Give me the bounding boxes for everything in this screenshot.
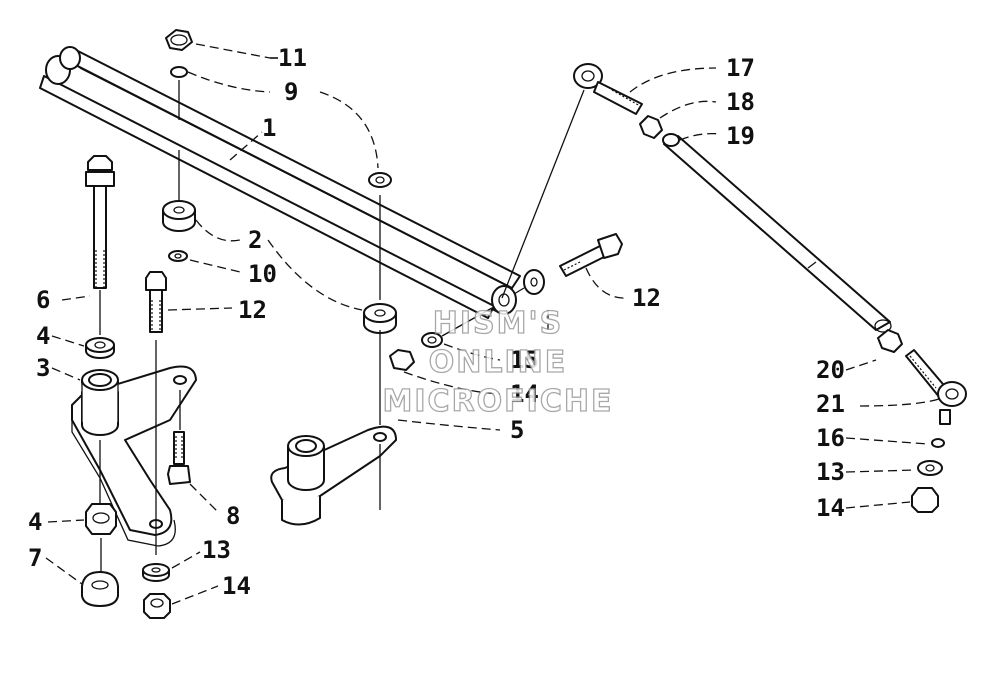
part-8-bolt — [167, 431, 191, 485]
part-19-tube — [662, 133, 892, 333]
part-14-nut — [143, 593, 171, 619]
callout-7: 7 — [28, 544, 42, 572]
callout-16: 16 — [816, 424, 845, 452]
callout-10: 10 — [248, 260, 277, 288]
part-16-washer — [931, 438, 945, 448]
callout-13-left: 13 — [202, 536, 231, 564]
part-2-spacer — [162, 200, 196, 232]
part-1-arm — [39, 46, 521, 319]
leader-lines — [45, 43, 943, 605]
part-14-nut-right — [911, 487, 939, 513]
callout-12-left: 12 — [238, 296, 267, 324]
part-7-cap — [81, 571, 119, 607]
callout-19: 19 — [726, 122, 755, 150]
part-3-bracket — [71, 365, 197, 547]
watermark-line-3: MICROFICHE — [383, 384, 614, 419]
callout-14-right: 14 — [816, 494, 845, 522]
part-17-rod-end — [573, 63, 643, 115]
part-11-nut — [165, 29, 193, 51]
watermark: HISM'S ONLINE MICROFICHE — [382, 305, 614, 419]
callout-3: 3 — [36, 354, 50, 382]
part-12-bolt-left — [145, 271, 167, 333]
watermark-line-2: ONLINE — [429, 345, 568, 380]
part-15-washer — [421, 332, 443, 348]
callout-labels: 11 9 1 2 10 12 6 4 3 8 4 7 13 14 5 15 14… — [28, 44, 845, 600]
part-4-nut — [85, 503, 117, 535]
part-14-nut-center — [389, 349, 415, 371]
part-9-washer-right — [368, 172, 392, 188]
callout-5: 5 — [510, 416, 524, 444]
part-10-washer — [168, 250, 188, 262]
callout-8: 8 — [226, 502, 240, 530]
part-9-washer — [170, 66, 188, 78]
callout-21: 21 — [816, 390, 845, 418]
callout-6: 6 — [36, 286, 50, 314]
part-5-idler-arm — [270, 425, 397, 526]
part-12-washer — [523, 269, 545, 295]
part-6-bolt — [85, 155, 115, 289]
callout-13-right: 13 — [816, 458, 845, 486]
callout-4-top: 4 — [36, 322, 50, 350]
callout-4-bottom: 4 — [28, 508, 42, 536]
part-21-rod-end — [905, 349, 967, 425]
callout-20: 20 — [816, 356, 845, 384]
part-20-jam-nut — [877, 329, 903, 353]
callout-9: 9 — [284, 78, 298, 106]
callout-1: 1 — [262, 114, 276, 142]
part-13-washer-right — [917, 460, 943, 476]
part-2-spacer-right — [363, 303, 397, 334]
part-13-washer — [142, 563, 170, 582]
part-12-bolt-center — [559, 233, 623, 277]
callout-12-right: 12 — [632, 284, 661, 312]
callout-17: 17 — [726, 54, 755, 82]
callout-18: 18 — [726, 88, 755, 116]
watermark-line-1: HISM'S — [433, 306, 564, 341]
callout-15: 15 — [510, 346, 539, 374]
callout-11: 11 — [278, 44, 307, 72]
part-4-washer — [85, 337, 115, 359]
part-18-jam-nut — [639, 115, 663, 139]
callout-14-left: 14 — [222, 572, 251, 600]
callout-2: 2 — [248, 226, 262, 254]
callout-14-center: 14 — [510, 380, 539, 408]
